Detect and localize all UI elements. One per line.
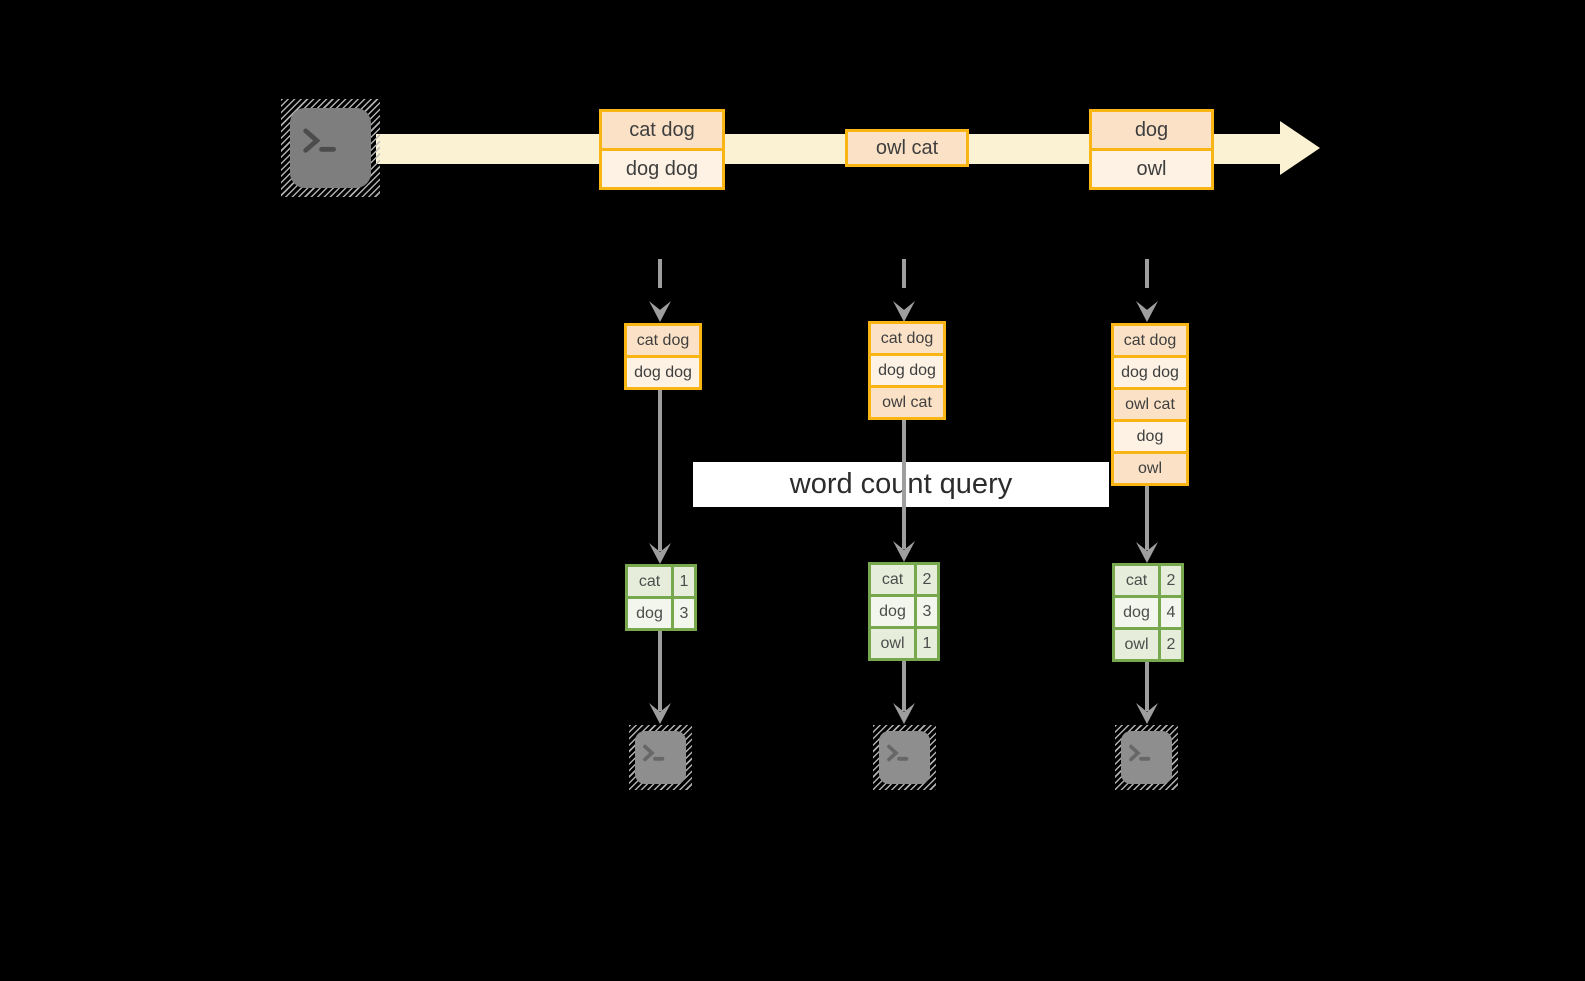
- count-value: 2: [1161, 630, 1181, 659]
- count-table-3: cat 2 dog 4 owl 2: [1112, 563, 1184, 662]
- terminal-screen: [635, 731, 686, 784]
- terminal-prompt-icon: [303, 128, 337, 153]
- count-value: 1: [674, 567, 694, 596]
- query-label: word count query: [693, 462, 1109, 507]
- count-value: 1: [917, 629, 937, 658]
- ingest-arrowhead-icon: [649, 301, 671, 322]
- buffered-records-1: cat dog dog dog: [624, 323, 702, 390]
- source-terminal-icon: [281, 99, 380, 197]
- sink-terminal-icon-1: [629, 725, 692, 790]
- stream-record-3: dog owl: [1089, 109, 1214, 190]
- count-value: 3: [674, 599, 694, 628]
- stream-record-line: dog dog: [602, 151, 722, 187]
- count-word: owl: [871, 629, 914, 658]
- buffer-line: cat dog: [627, 326, 699, 355]
- terminal-prompt-icon: [1129, 744, 1151, 762]
- ingest-arrow-dash: [1145, 259, 1149, 288]
- sink-arrow-line: [902, 661, 906, 711]
- ingest-arrow-dash: [658, 259, 662, 288]
- count-word: cat: [1115, 566, 1158, 595]
- stream-arrowhead-icon: [1280, 121, 1320, 175]
- sink-arrow-line: [658, 631, 662, 711]
- count-word: owl: [1115, 630, 1158, 659]
- count-word: cat: [628, 567, 671, 596]
- sink-terminal-icon-3: [1115, 725, 1178, 790]
- terminal-screen: [290, 108, 371, 188]
- count-word: dog: [1115, 598, 1158, 627]
- count-word: cat: [871, 565, 914, 594]
- query-arrow-line: [658, 390, 662, 551]
- buffer-line: owl: [1114, 454, 1186, 483]
- stream-record-line: cat dog: [602, 112, 722, 148]
- stream-record-2: owl cat: [845, 129, 969, 167]
- count-word: dog: [871, 597, 914, 626]
- sink-arrow-line: [1145, 662, 1149, 711]
- terminal-prompt-icon: [887, 744, 909, 762]
- stream-record-line: dog: [1092, 112, 1211, 148]
- ingest-arrowhead-icon: [893, 301, 915, 322]
- stream-record-line: owl: [1092, 151, 1211, 187]
- buffer-line: cat dog: [871, 324, 943, 353]
- buffer-line: owl cat: [1114, 390, 1186, 419]
- stream-record-line: owl cat: [848, 132, 966, 164]
- count-table-2: cat 2 dog 3 owl 1: [868, 562, 940, 661]
- buffer-line: dog dog: [627, 358, 699, 387]
- query-arrow-line: [1145, 484, 1149, 550]
- ingest-arrowhead-icon: [1136, 301, 1158, 322]
- count-value: 2: [1161, 566, 1181, 595]
- count-value: 3: [917, 597, 937, 626]
- buffer-line: owl cat: [871, 388, 943, 417]
- query-arrow-line: [902, 418, 906, 549]
- stream-record-1: cat dog dog dog: [599, 109, 725, 190]
- count-table-1: cat 1 dog 3: [625, 564, 697, 631]
- count-word: dog: [628, 599, 671, 628]
- ingest-arrow-dash: [902, 259, 906, 288]
- terminal-screen: [879, 731, 930, 784]
- buffered-records-2: cat dog dog dog owl cat: [868, 321, 946, 420]
- terminal-prompt-icon: [643, 744, 665, 762]
- count-value: 4: [1161, 598, 1181, 627]
- buffer-line: dog dog: [871, 356, 943, 385]
- sink-terminal-icon-2: [873, 725, 936, 790]
- terminal-screen: [1121, 731, 1172, 784]
- count-value: 2: [917, 565, 937, 594]
- buffer-line: dog: [1114, 422, 1186, 451]
- buffer-line: dog dog: [1114, 358, 1186, 387]
- buffer-line: cat dog: [1114, 326, 1186, 355]
- buffered-records-3: cat dog dog dog owl cat dog owl: [1111, 323, 1189, 486]
